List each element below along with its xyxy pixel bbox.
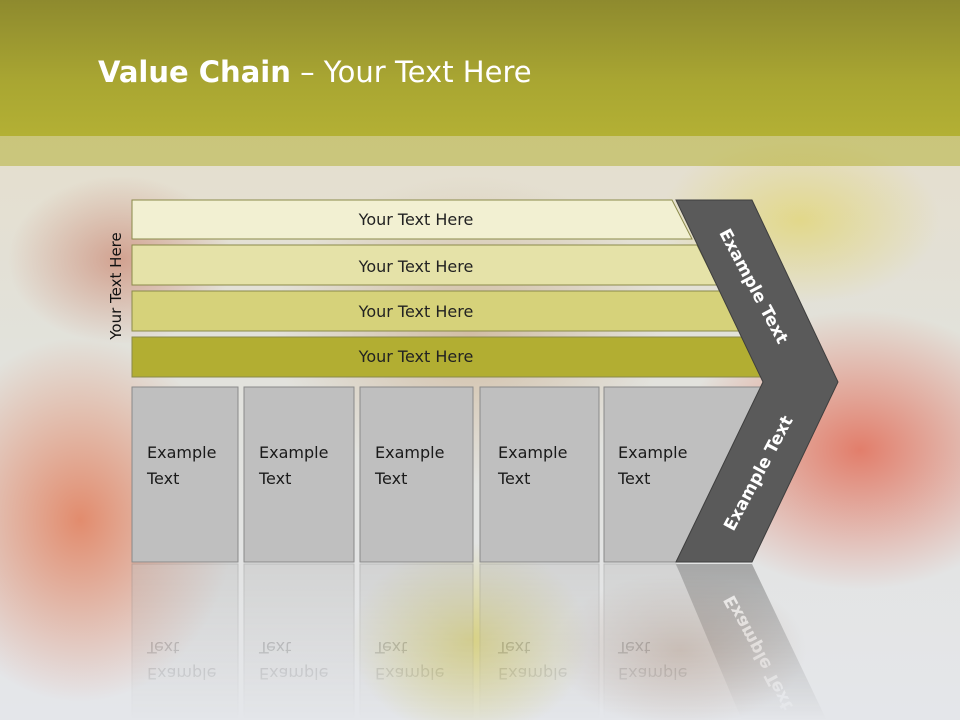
- box-5-line2: Text: [617, 469, 650, 488]
- chevron-arrow-shape: [675, 199, 839, 563]
- title-rest: – Your Text Here: [290, 55, 532, 89]
- reflection-box-3: [359, 563, 474, 720]
- reflection-box-3-line2: Text: [374, 638, 407, 657]
- bar-1-label: Your Text Here: [358, 210, 474, 229]
- box-5-line1: Example: [618, 443, 687, 462]
- bar-3-label: Your Text Here: [358, 302, 474, 321]
- reflection-box-4: [479, 563, 600, 720]
- reflection-box-5-line2: Text: [617, 638, 650, 657]
- box-3-line2: Text: [374, 469, 407, 488]
- box-4-line2: Text: [497, 469, 530, 488]
- box-2-line1: Example: [259, 443, 328, 462]
- reflection-arrow: [676, 564, 827, 720]
- box-3-line1: Example: [375, 443, 444, 462]
- reflection-box-5-line1: Example: [618, 664, 687, 683]
- reflection-box-2-line1: Example: [259, 664, 328, 683]
- box-2-line2: Text: [258, 469, 291, 488]
- reflection-box-2-line2: Text: [258, 638, 291, 657]
- title-bold: Value Chain: [98, 55, 291, 89]
- reflection: Example Text Example Text Example Text E…: [131, 563, 827, 720]
- bar-1: [131, 199, 693, 240]
- bar-2-label: Your Text Here: [358, 257, 474, 276]
- reflection-box-1-line1: Example: [147, 664, 216, 683]
- title-bar: [0, 0, 960, 136]
- reflection-box-1: [131, 563, 239, 720]
- title-bar-band: [0, 136, 960, 166]
- bar-4-label: Your Text Here: [358, 347, 474, 366]
- box-4: [479, 386, 600, 563]
- reflection-box-2: [243, 563, 355, 720]
- box-4-line1: Example: [498, 443, 567, 462]
- box-1: [131, 386, 239, 563]
- box-2: [243, 386, 355, 563]
- boxes-group: Example Text Example Text Example Text E…: [131, 386, 763, 563]
- reflection-box-1-line2: Text: [146, 638, 179, 657]
- reflection-box-4-line2: Text: [497, 638, 530, 657]
- page-title: Value Chain – Your Text Here: [98, 55, 532, 89]
- box-3: [359, 386, 474, 563]
- bars-group: Your Text Here Your Text Here Your Text …: [131, 199, 764, 378]
- box-1-line1: Example: [147, 443, 216, 462]
- box-1-line2: Text: [146, 469, 179, 488]
- reflection-box-4-line1: Example: [498, 664, 567, 683]
- reflection-box-3-line1: Example: [375, 664, 444, 683]
